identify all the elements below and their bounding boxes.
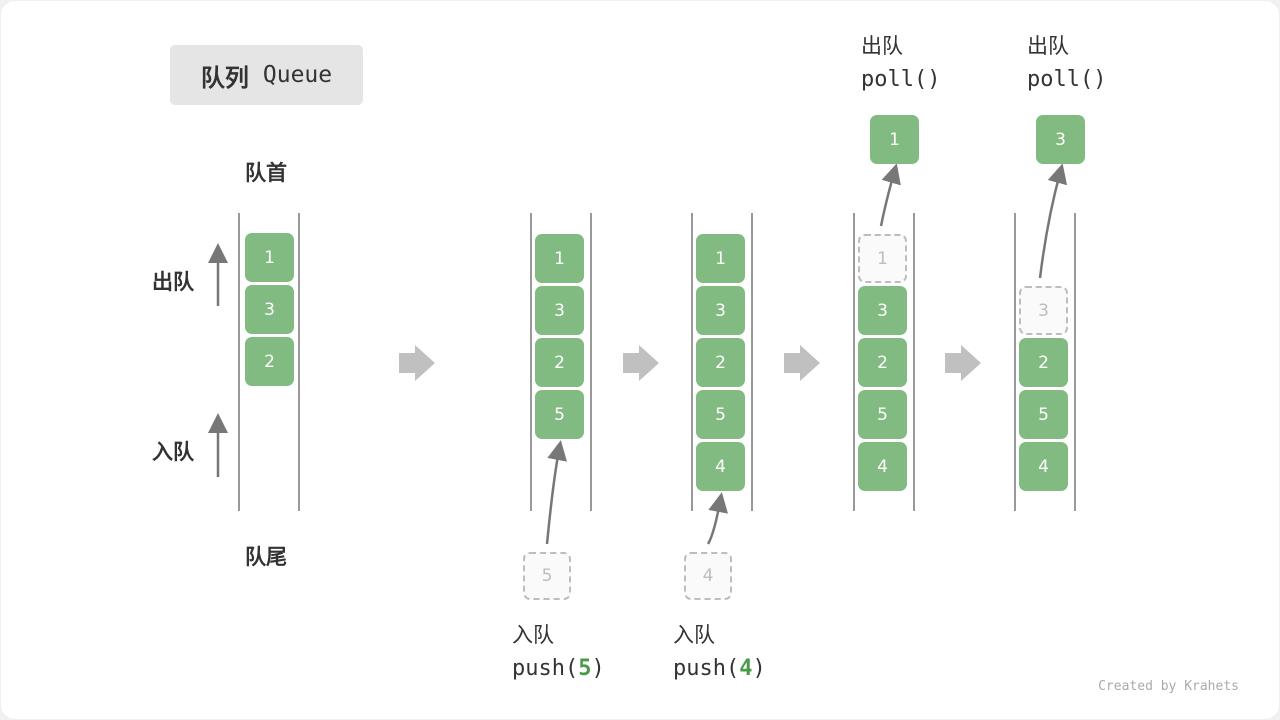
queue-block: 3: [535, 286, 584, 335]
incoming-block: 5: [523, 552, 571, 600]
queue-block: 1: [696, 234, 745, 283]
queue-block: 4: [1019, 442, 1068, 491]
code-pre: push(: [673, 656, 740, 681]
credit: Created by Krahets: [1098, 679, 1239, 694]
step-arrow-icon: [945, 345, 981, 381]
queue-block: 2: [696, 338, 745, 387]
title-cn: 队列: [200, 63, 249, 92]
queue-block: 2: [1019, 338, 1068, 387]
step-arrow-icon: [399, 345, 435, 381]
column-left-wall: [238, 213, 240, 511]
dequeue-arrow: [879, 163, 901, 227]
queue-block: 5: [858, 390, 907, 439]
queue-block: 4: [696, 442, 745, 491]
operation-label: 出队 poll(): [861, 29, 940, 97]
enqueue-arrow: [545, 440, 567, 545]
queue-block: 1: [245, 233, 294, 282]
column-right-wall: [913, 213, 915, 511]
queue-block: 5: [696, 390, 745, 439]
title-badge: 队列 Queue: [170, 45, 363, 105]
op-cn: 入队: [512, 623, 554, 647]
queue-block: 3: [858, 286, 907, 335]
code-arg: 4: [739, 656, 753, 681]
op-cn: 入队: [673, 623, 715, 647]
column-right-wall: [1074, 213, 1076, 511]
column-right-wall: [298, 213, 300, 511]
queue-block: 3: [696, 286, 745, 335]
code-pre: push(: [512, 656, 579, 681]
op-cn: 出队: [861, 34, 903, 58]
outgoing-block: 3: [1036, 115, 1085, 164]
step-arrow-icon: [623, 345, 659, 381]
column-left-wall: [691, 213, 693, 511]
op-code: push(5): [512, 652, 605, 686]
column-right-wall: [590, 213, 592, 511]
enqueue-arrow: [706, 492, 728, 545]
operation-label: 入队 push(5): [512, 618, 605, 686]
column-left-wall: [1014, 213, 1016, 511]
operation-label: 出队 poll(): [1027, 29, 1106, 97]
column-left-wall: [530, 213, 532, 511]
code-post: ): [752, 656, 766, 681]
operation-label: 入队 push(4): [673, 618, 766, 686]
dequeue-arrow: [1038, 163, 1068, 279]
title-en: Queue: [262, 62, 333, 88]
queue-block: 2: [858, 338, 907, 387]
tail-label: 队尾: [245, 545, 287, 569]
step-arrow-icon: [784, 345, 820, 381]
code-post: ): [591, 656, 605, 681]
queue-block: 2: [535, 338, 584, 387]
queue-block: 5: [1019, 390, 1068, 439]
op-cn: 出队: [1027, 34, 1069, 58]
op-code: poll(): [1027, 67, 1107, 92]
head-label: 队首: [245, 161, 287, 185]
queue-block: 3: [245, 285, 294, 334]
code-arg: 5: [578, 656, 592, 681]
op-code: push(4): [673, 652, 766, 686]
column-right-wall: [751, 213, 753, 511]
ghost-block: 3: [1019, 286, 1068, 335]
dequeue-label: 出队: [152, 270, 194, 294]
op-code: poll(): [861, 67, 941, 92]
enqueue-label: 入队: [152, 440, 194, 464]
column-left-wall: [853, 213, 855, 511]
incoming-block: 4: [684, 552, 732, 600]
outgoing-block: 1: [870, 115, 919, 164]
queue-block: 5: [535, 390, 584, 439]
queue-block: 4: [858, 442, 907, 491]
ghost-block: 1: [858, 234, 907, 283]
queue-block: 1: [535, 234, 584, 283]
queue-block: 2: [245, 337, 294, 386]
